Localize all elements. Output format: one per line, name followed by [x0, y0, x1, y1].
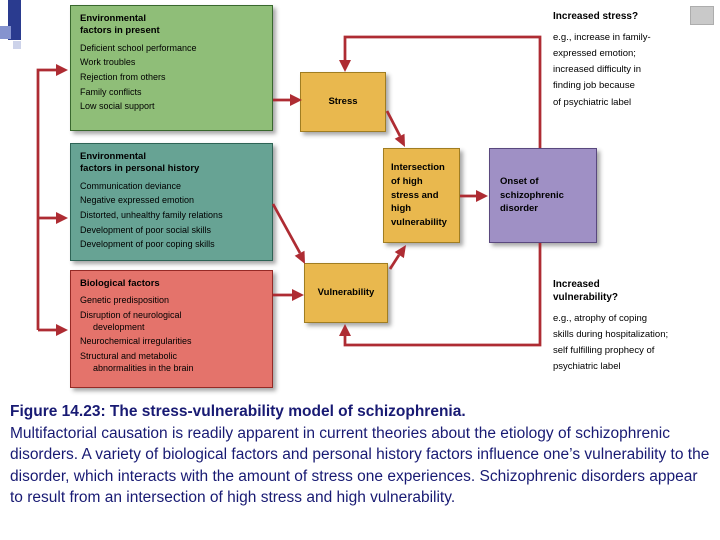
box-label: Stress: [328, 96, 358, 108]
box-environmental-factors-present: Environmental factors in present Deficie…: [70, 5, 273, 131]
figure-caption-body: Multifactorial causation is readily appa…: [10, 424, 710, 507]
box-label: Vulnerability: [317, 287, 375, 299]
list-item: Work troubles: [80, 57, 136, 68]
box-label: Intersection of high stress and high vul…: [391, 162, 447, 229]
note-title: Increased vulnerability?: [553, 279, 619, 303]
list-item: Rejection from others: [80, 72, 166, 83]
list-item: Deficient school performance: [80, 42, 197, 53]
arrow-intersection-to-onset: [460, 190, 488, 202]
arrowhead-icon: [292, 289, 304, 301]
arrowhead-icon: [394, 245, 406, 259]
box-onset-schizophrenic-disorder: Onset of schizophrenic disorder: [489, 148, 597, 243]
arrow-env-present-to-stress: [273, 94, 302, 106]
note-increased-vulnerability: Increased vulnerability? e.g., atrophy o…: [553, 278, 703, 376]
list-item: Development of poor coping skills: [80, 239, 215, 250]
arrow-vulnerability-to-intersection: [388, 245, 406, 270]
arrowhead-icon: [476, 190, 488, 202]
slide-theme-decoration: [0, 0, 30, 60]
arrow-biological-to-vulnerability: [273, 289, 304, 301]
list-item: Communication deviance: [80, 180, 182, 191]
arrow-stress-to-intersection: [385, 110, 405, 147]
list-item: Development of poor social skills: [80, 224, 212, 235]
box-biological-factors: Biological factors Genetic predispositio…: [70, 270, 273, 388]
deco-square-light: [13, 41, 21, 49]
box-vulnerability: Vulnerability: [304, 263, 388, 323]
list-item: Structural and metabolic abnormalities i…: [80, 351, 194, 373]
arrowhead-icon: [56, 324, 68, 336]
arrowhead-icon: [394, 133, 405, 147]
deco-square-medium: [0, 26, 11, 39]
arrowhead-icon: [56, 212, 68, 224]
note-body: e.g., atrophy of coping skills during ho…: [553, 313, 669, 373]
arrow-env-history-to-vulnerability: [271, 203, 305, 264]
box-intersection: Intersection of high stress and high vul…: [383, 148, 460, 243]
figure-caption-title: Figure 14.23: The stress-vulnerability m…: [10, 403, 466, 420]
box-environmental-factors-history: Environmental factors in personal histor…: [70, 143, 273, 261]
list-item: Genetic predisposition: [80, 295, 170, 306]
list-item: Neurochemical irregularities: [80, 336, 192, 347]
arrowhead-icon: [56, 64, 68, 76]
note-increased-stress: Increased stress? e.g., increase in fami…: [553, 10, 675, 111]
box-title: Environmental factors in present: [80, 13, 160, 37]
list-item: Distorted, unhealthy family relations: [80, 210, 223, 221]
note-title: Increased stress?: [553, 11, 639, 22]
arrowhead-icon: [339, 60, 351, 72]
list-item: Family conflicts: [80, 86, 142, 97]
box-stress: Stress: [300, 72, 386, 132]
deco-square-dark: [8, 0, 21, 40]
arrowhead-icon: [339, 324, 351, 336]
note-body: e.g., increase in family- expressed emot…: [553, 32, 651, 108]
box-title: Biological factors: [80, 278, 160, 289]
slide-number-placeholder: [690, 6, 714, 25]
list-item: Negative expressed emotion: [80, 195, 195, 206]
figure-caption: Figure 14.23: The stress-vulnerability m…: [10, 401, 712, 509]
box-title: Environmental factors in personal histor…: [80, 151, 200, 175]
list-item: Low social support: [80, 101, 155, 112]
feedback-left-line: [36, 64, 68, 336]
box-label: Onset of schizophrenic disorder: [500, 175, 564, 215]
list-item: Disruption of neurological development: [80, 310, 182, 332]
